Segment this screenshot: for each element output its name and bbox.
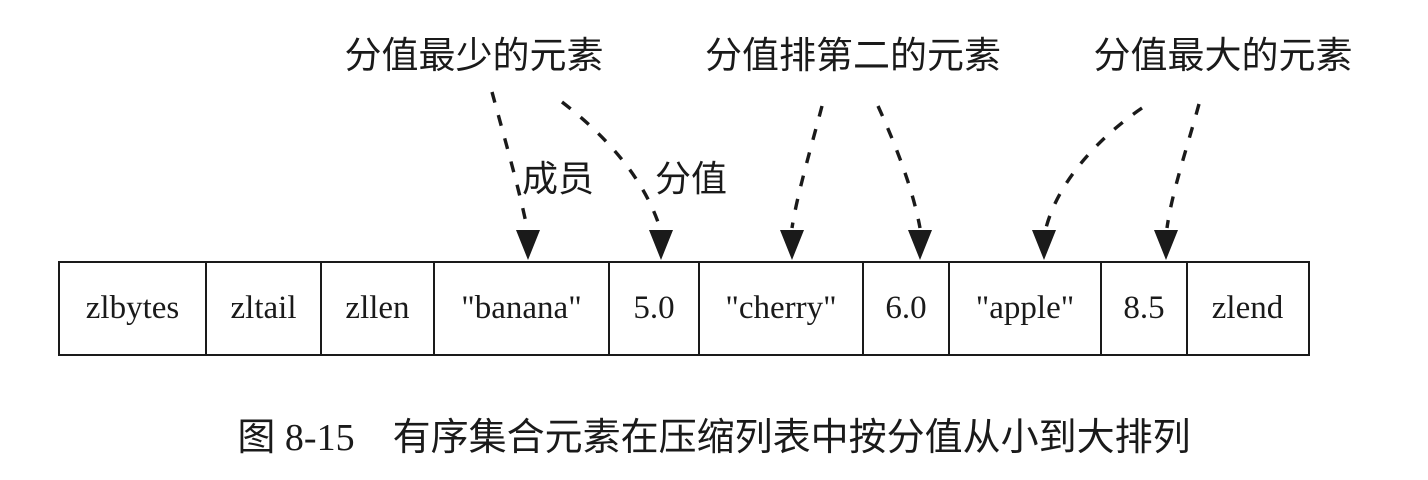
arrowhead-apple xyxy=(1032,230,1056,260)
figure-caption: 图 8-15 有序集合元素在压缩列表中按分值从小到大排列 xyxy=(237,417,1191,459)
arrow-largest-to-apple xyxy=(1044,106,1143,229)
arrowhead-cherry xyxy=(780,230,804,260)
arrow-second-to-cherry xyxy=(790,105,824,229)
ziplist-cell: 8.5 xyxy=(1100,261,1188,356)
ziplist-cell: "apple" xyxy=(947,261,1103,356)
ziplist-cell: zltail xyxy=(204,261,323,356)
arrow-member-to-banana xyxy=(490,91,529,229)
label-smallest-score-element: 分值最少的元素 xyxy=(344,36,604,77)
ziplist-cell: 5.0 xyxy=(608,261,700,356)
arrow-second-to-6.0 xyxy=(876,105,922,229)
label-second-score-element: 分值排第二的元素 xyxy=(705,36,1001,77)
label-member: 成员 xyxy=(521,159,595,199)
ziplist-cell: zlbytes xyxy=(58,261,207,356)
arrow-score-to-5.0 xyxy=(560,100,662,229)
arrowhead-5.0 xyxy=(649,230,673,260)
label-largest-score-element: 分值最大的元素 xyxy=(1093,36,1353,77)
ziplist-cell: "banana" xyxy=(432,261,611,356)
arrowhead-6.0 xyxy=(908,230,932,260)
arrow-largest-to-8.5 xyxy=(1165,103,1201,229)
label-score: 分值 xyxy=(654,159,728,199)
arrowhead-banana xyxy=(516,230,540,260)
ziplist-cell: zllen xyxy=(320,261,435,356)
ziplist-cell: "cherry" xyxy=(697,261,865,356)
ziplist-cell: zlend xyxy=(1185,261,1310,356)
arrowhead-8.5 xyxy=(1154,230,1178,260)
ziplist-cell: 6.0 xyxy=(862,261,950,356)
